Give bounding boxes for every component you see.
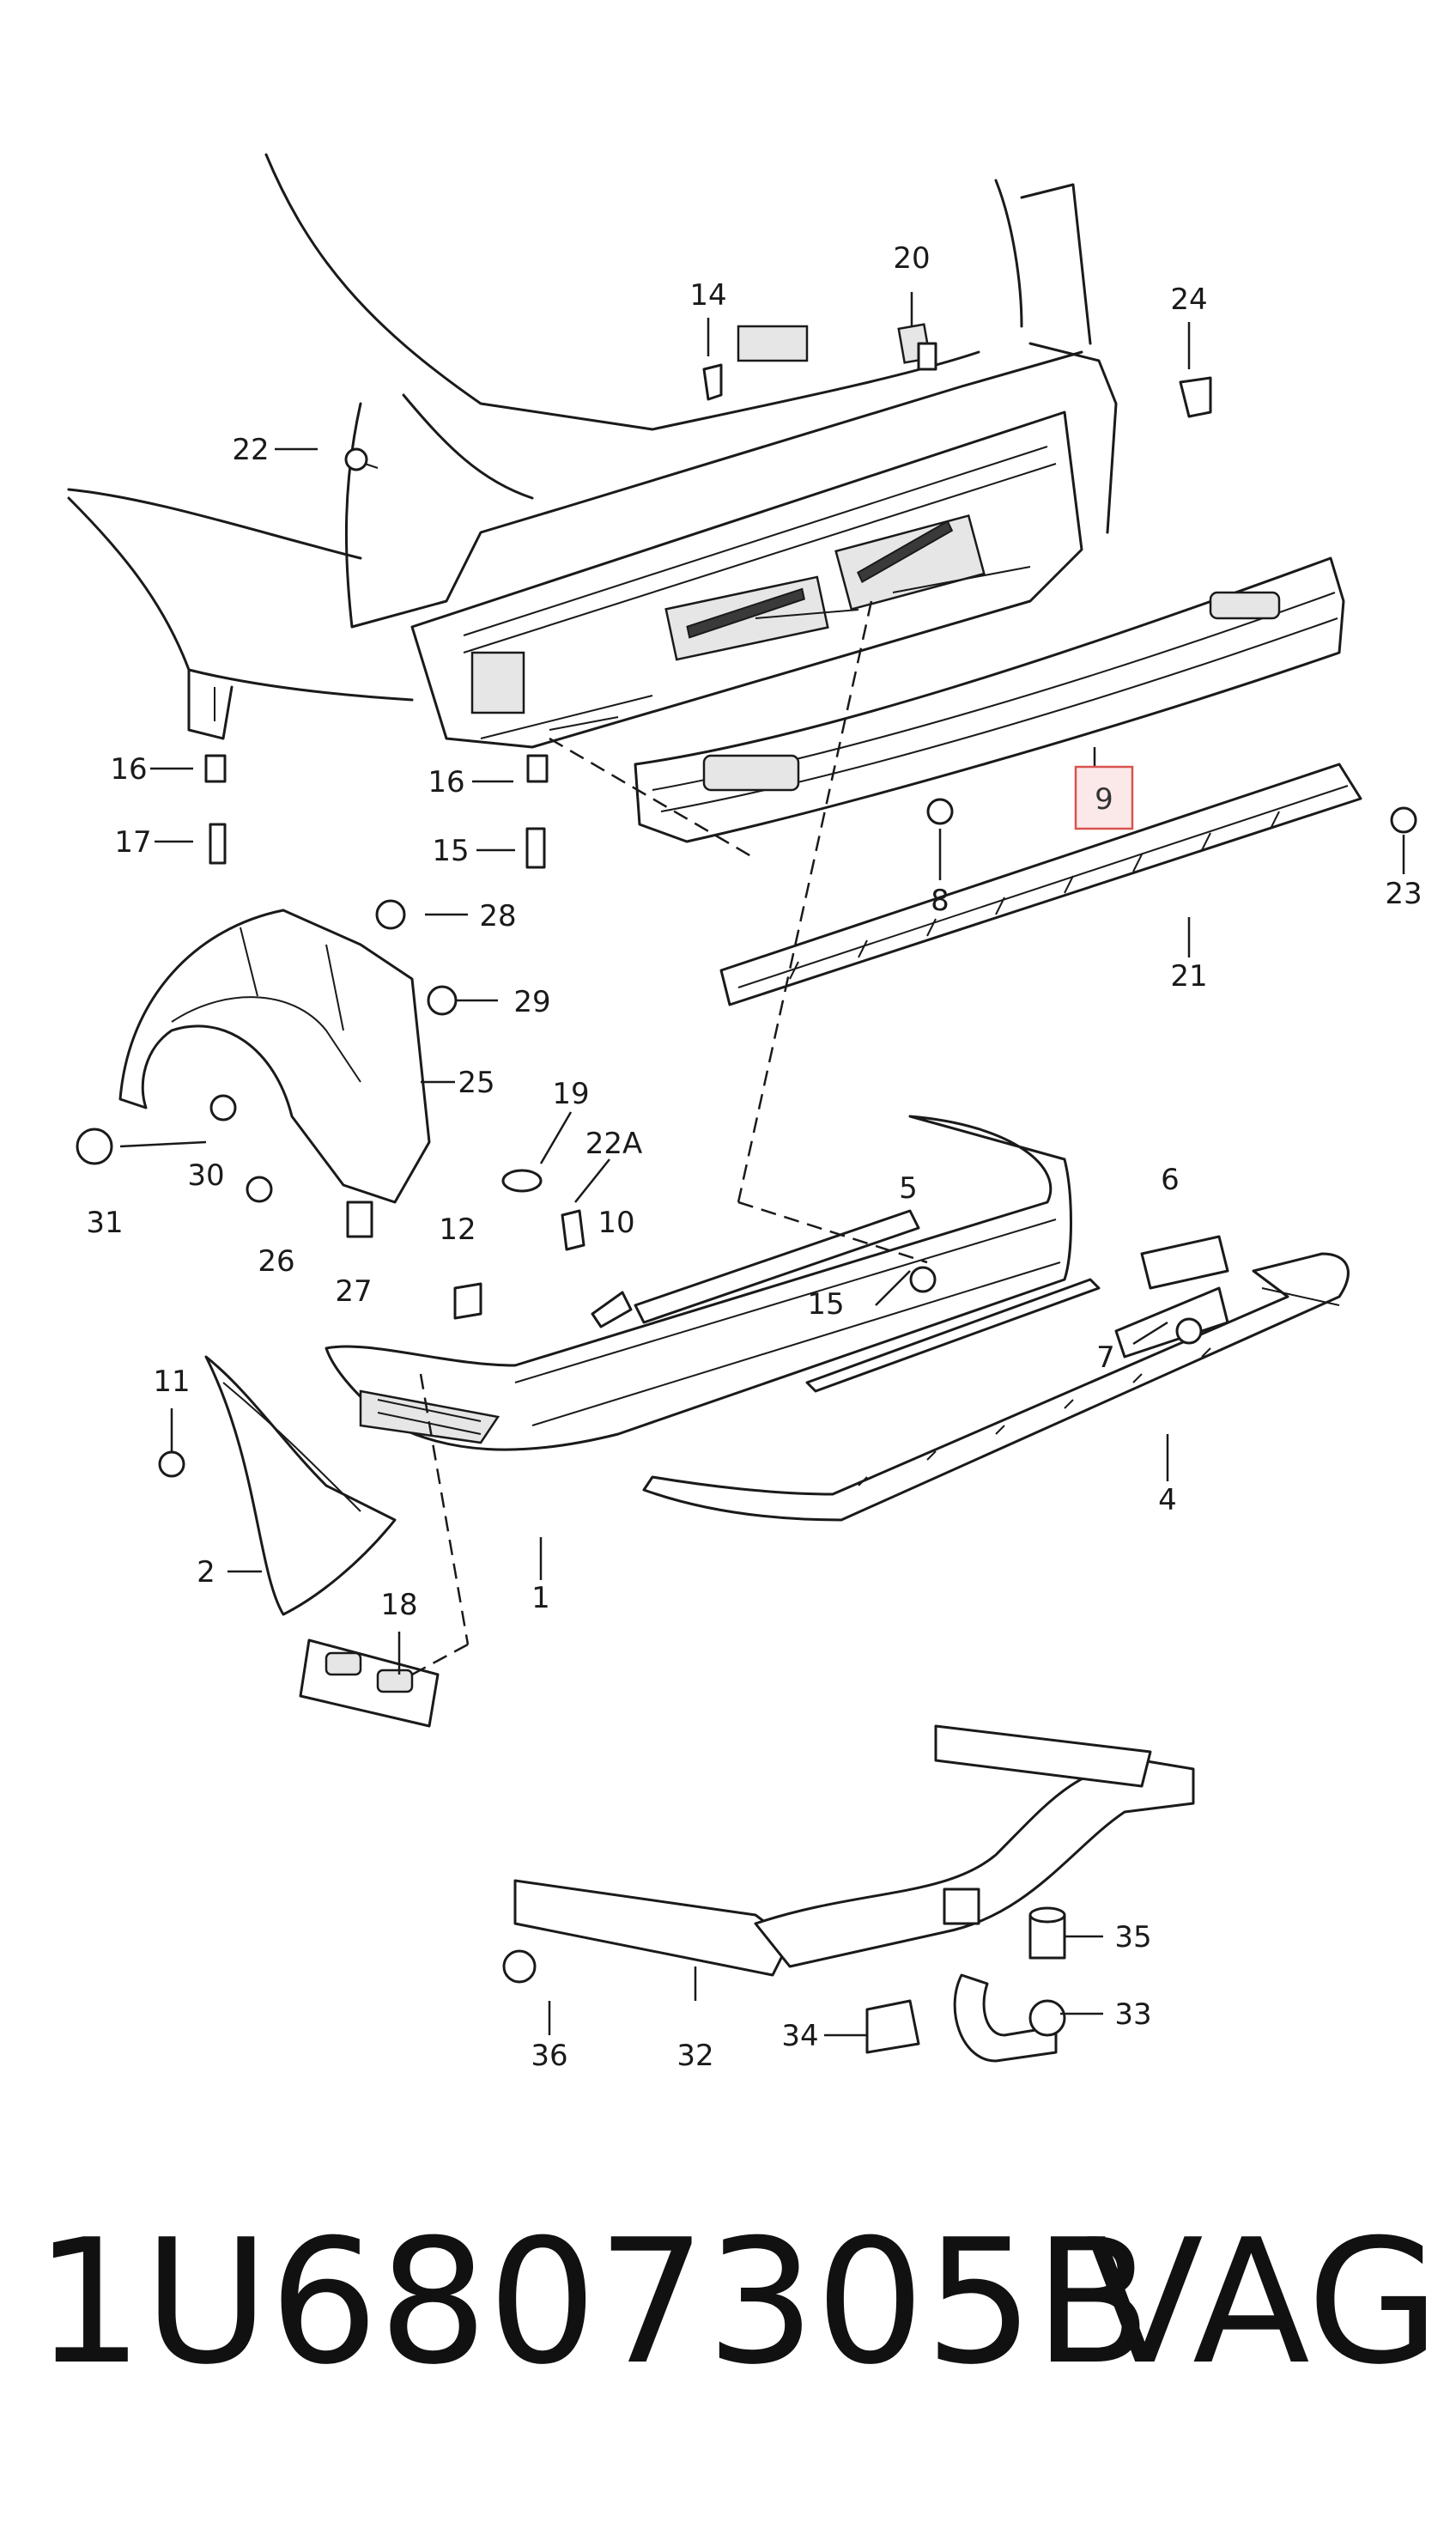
callout-label: 19 — [552, 1077, 589, 1111]
callout-label: 32 — [676, 2039, 713, 2073]
callout-label: 12 — [439, 1213, 476, 1247]
callout-label: 10 — [598, 1206, 634, 1240]
callout-label: 16 — [110, 752, 147, 787]
reflector-parts-5-6 — [1114, 1235, 1229, 1359]
impact-bar-part-9 — [634, 556, 1345, 843]
part-number: 1U6807305B — [34, 2203, 1152, 2403]
callout-label: 23 — [1385, 877, 1422, 911]
callout-label: 31 — [86, 1206, 123, 1240]
callout-label: 1 — [531, 1581, 550, 1615]
callout-label: 29 — [513, 985, 550, 1019]
callout-label: 28 — [479, 899, 516, 933]
towball-part-33 — [953, 1973, 1066, 2063]
mud-flap-part-2 — [204, 1355, 397, 1616]
bumper-guide-part-21 — [719, 763, 1362, 1006]
car-body-rear — [67, 153, 1118, 749]
callout-label: 15 — [807, 1287, 844, 1322]
trim-strip-part-4 — [642, 1252, 1350, 1522]
callout-label: 27 — [335, 1274, 372, 1309]
callout-label: 16 — [428, 765, 464, 799]
callout-label: 8 — [931, 884, 949, 918]
callout-labels: 20 14 24 22 16 17 16 15 8 23 21 28 29 25… — [86, 241, 1422, 2073]
callout-label: 24 — [1170, 283, 1207, 317]
towbar-part-32 — [513, 1724, 1195, 1977]
callout-label: 30 — [187, 1158, 224, 1193]
callout-label: 11 — [153, 1365, 190, 1399]
callout-label: 36 — [531, 2039, 567, 2073]
leader-lines — [119, 292, 1405, 2037]
callout-label: 21 — [1170, 959, 1207, 994]
highlight-box — [1074, 765, 1134, 830]
brand-name: VAG — [1086, 2203, 1440, 2403]
callout-label: 35 — [1114, 1920, 1151, 1954]
callout-label: 2 — [197, 1555, 215, 1590]
callout-label: 6 — [1161, 1163, 1180, 1197]
callout-label: 15 — [432, 834, 469, 868]
callout-label: 22 — [232, 433, 269, 467]
callout-label: 5 — [899, 1171, 918, 1206]
towball-cap-part-35 — [1028, 1906, 1066, 1960]
callout-label: 25 — [458, 1066, 494, 1100]
callout-label: 20 — [893, 241, 930, 276]
highlighted-part-label: 9 — [1095, 782, 1113, 817]
bumper-cover-part-1 — [325, 1115, 1101, 1451]
callout-label: 7 — [1096, 1340, 1115, 1375]
callout-label: 26 — [258, 1244, 294, 1279]
callout-label: 22A — [585, 1127, 643, 1161]
callout-label: 18 — [380, 1588, 417, 1622]
callout-label: 4 — [1158, 1483, 1177, 1517]
callout-label: 14 — [689, 278, 726, 313]
wheel-housing-liner-part-25 — [118, 909, 431, 1204]
bracket-part-18 — [299, 1638, 440, 1728]
callout-label: 34 — [781, 2019, 818, 2053]
fasteners — [76, 342, 1417, 1984]
callout-label: 33 — [1114, 1997, 1151, 2032]
dashed-relation-lines — [411, 600, 928, 1676]
socket-part-34 — [865, 1999, 920, 2054]
callout-label: 17 — [114, 825, 151, 860]
